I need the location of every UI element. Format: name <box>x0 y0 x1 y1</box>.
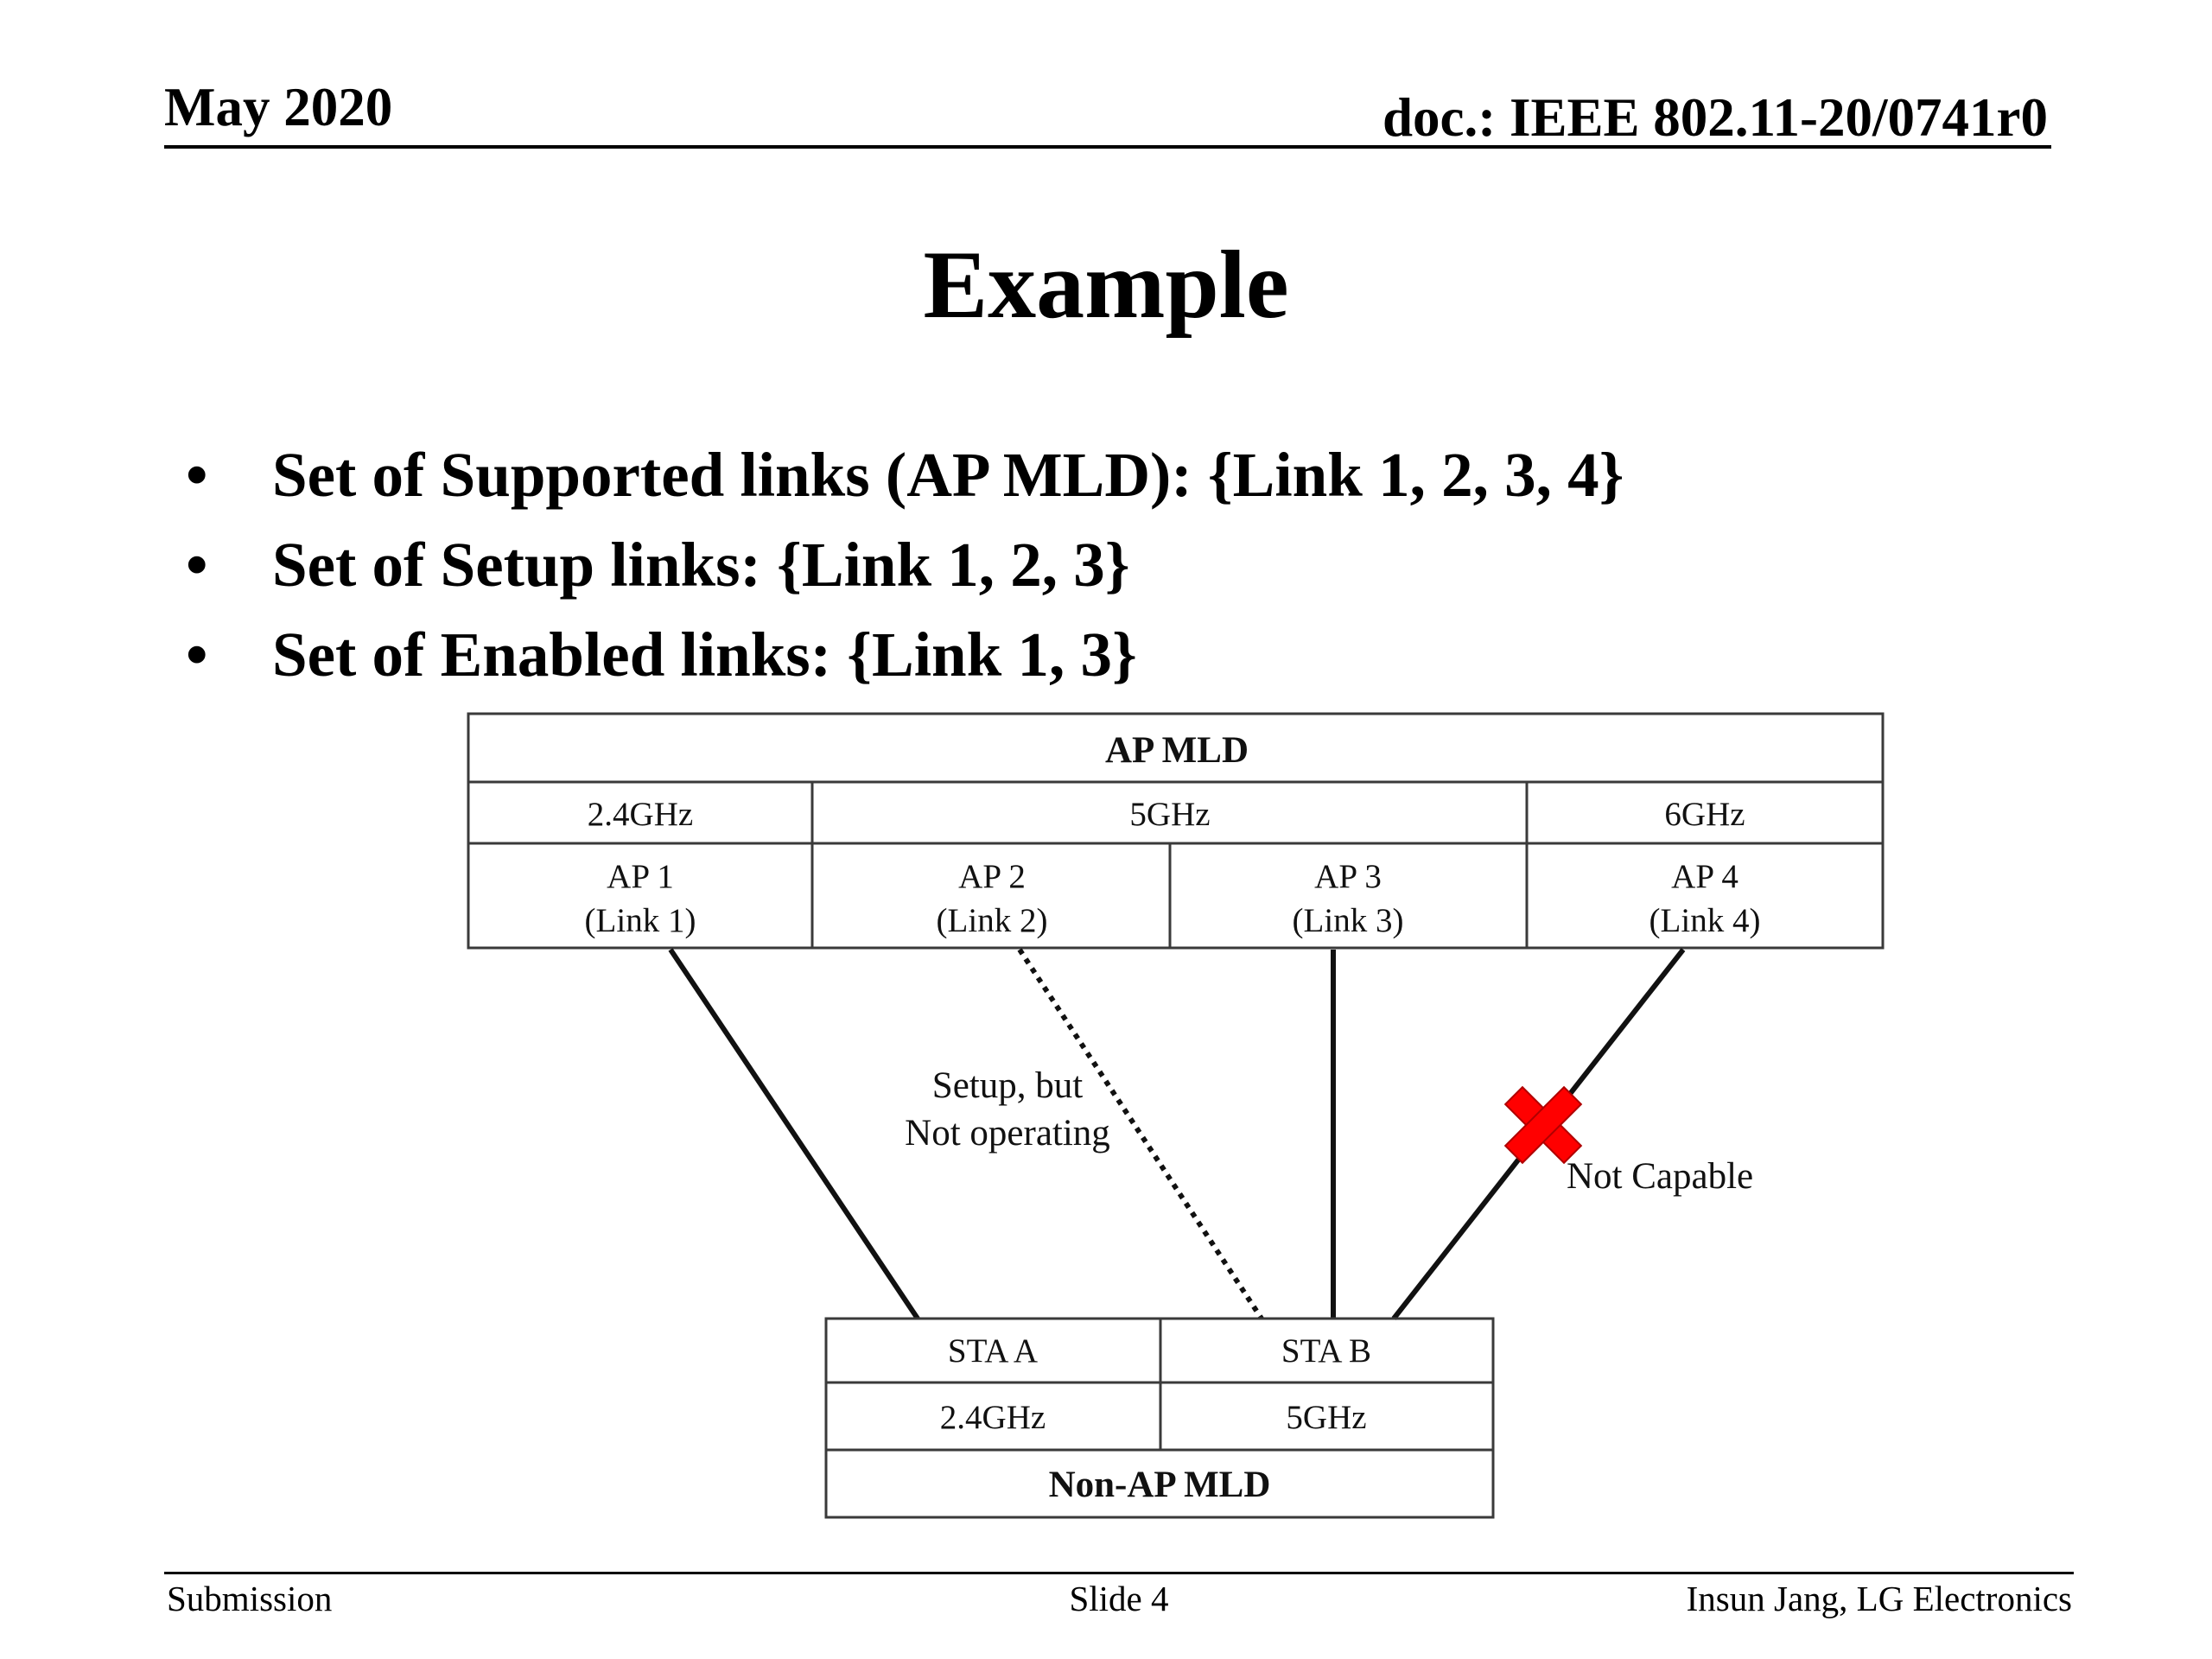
band-label: 6GHz <box>1664 796 1745 833</box>
non-ap-mld-title: Non-AP MLD <box>1049 1465 1271 1505</box>
ap-name: AP 2 <box>958 858 1026 895</box>
slide-title: Example <box>923 232 1289 339</box>
ap-name: AP 1 <box>607 858 674 895</box>
not-capable-label: Not Capable <box>1567 1156 1753 1197</box>
footer-submission: Submission <box>167 1579 333 1618</box>
setup-label-line1: Setup, but <box>932 1065 1083 1106</box>
sta-name: STA A <box>948 1332 1038 1370</box>
not-capable-cross-icon <box>1503 1085 1583 1165</box>
ap-link: (Link 3) <box>1293 902 1404 939</box>
ap-name: AP 4 <box>1671 858 1738 895</box>
band-label: 5GHz <box>1129 796 1210 833</box>
bullet-marker: • <box>186 530 208 600</box>
ap-link: (Link 1) <box>585 902 696 939</box>
sta-band: 5GHz <box>1286 1399 1366 1436</box>
cross-bar <box>1503 1085 1583 1165</box>
bullet-marker: • <box>186 620 208 690</box>
header-rule <box>164 145 2051 149</box>
ap-link: (Link 2) <box>937 902 1048 939</box>
bullet-text: Set of Supported links (AP MLD): {Link 1… <box>272 440 1624 510</box>
footer-slide-number: Slide 4 <box>1069 1579 1169 1618</box>
ap-mld-table <box>467 712 1885 950</box>
header-doc-id: doc.: IEEE 802.11-20/0741r0 <box>1382 87 2048 148</box>
link-1-line <box>668 948 920 1320</box>
ap-name: AP 3 <box>1314 858 1382 895</box>
sta-band: 2.4GHz <box>940 1399 1046 1436</box>
ap-link: (Link 4) <box>1649 902 1761 939</box>
ap-mld-border <box>467 712 1885 950</box>
setup-label-line2: Not operating <box>905 1113 1110 1154</box>
bullet-text: Set of Enabled links: {Link 1, 3} <box>272 620 1137 690</box>
band-label: 2.4GHz <box>588 796 693 833</box>
header-date: May 2020 <box>164 77 393 137</box>
non-ap-mld-table <box>824 1317 1495 1519</box>
ap-mld-title: AP MLD <box>1105 730 1249 771</box>
bullet-marker: • <box>186 440 208 510</box>
sta-name: STA B <box>1281 1332 1371 1370</box>
footer-author: Insun Jang, LG Electronics <box>1686 1579 2072 1618</box>
bullet-text: Set of Setup links: {Link 1, 2, 3} <box>272 530 1130 600</box>
footer-rule <box>164 1572 2074 1574</box>
